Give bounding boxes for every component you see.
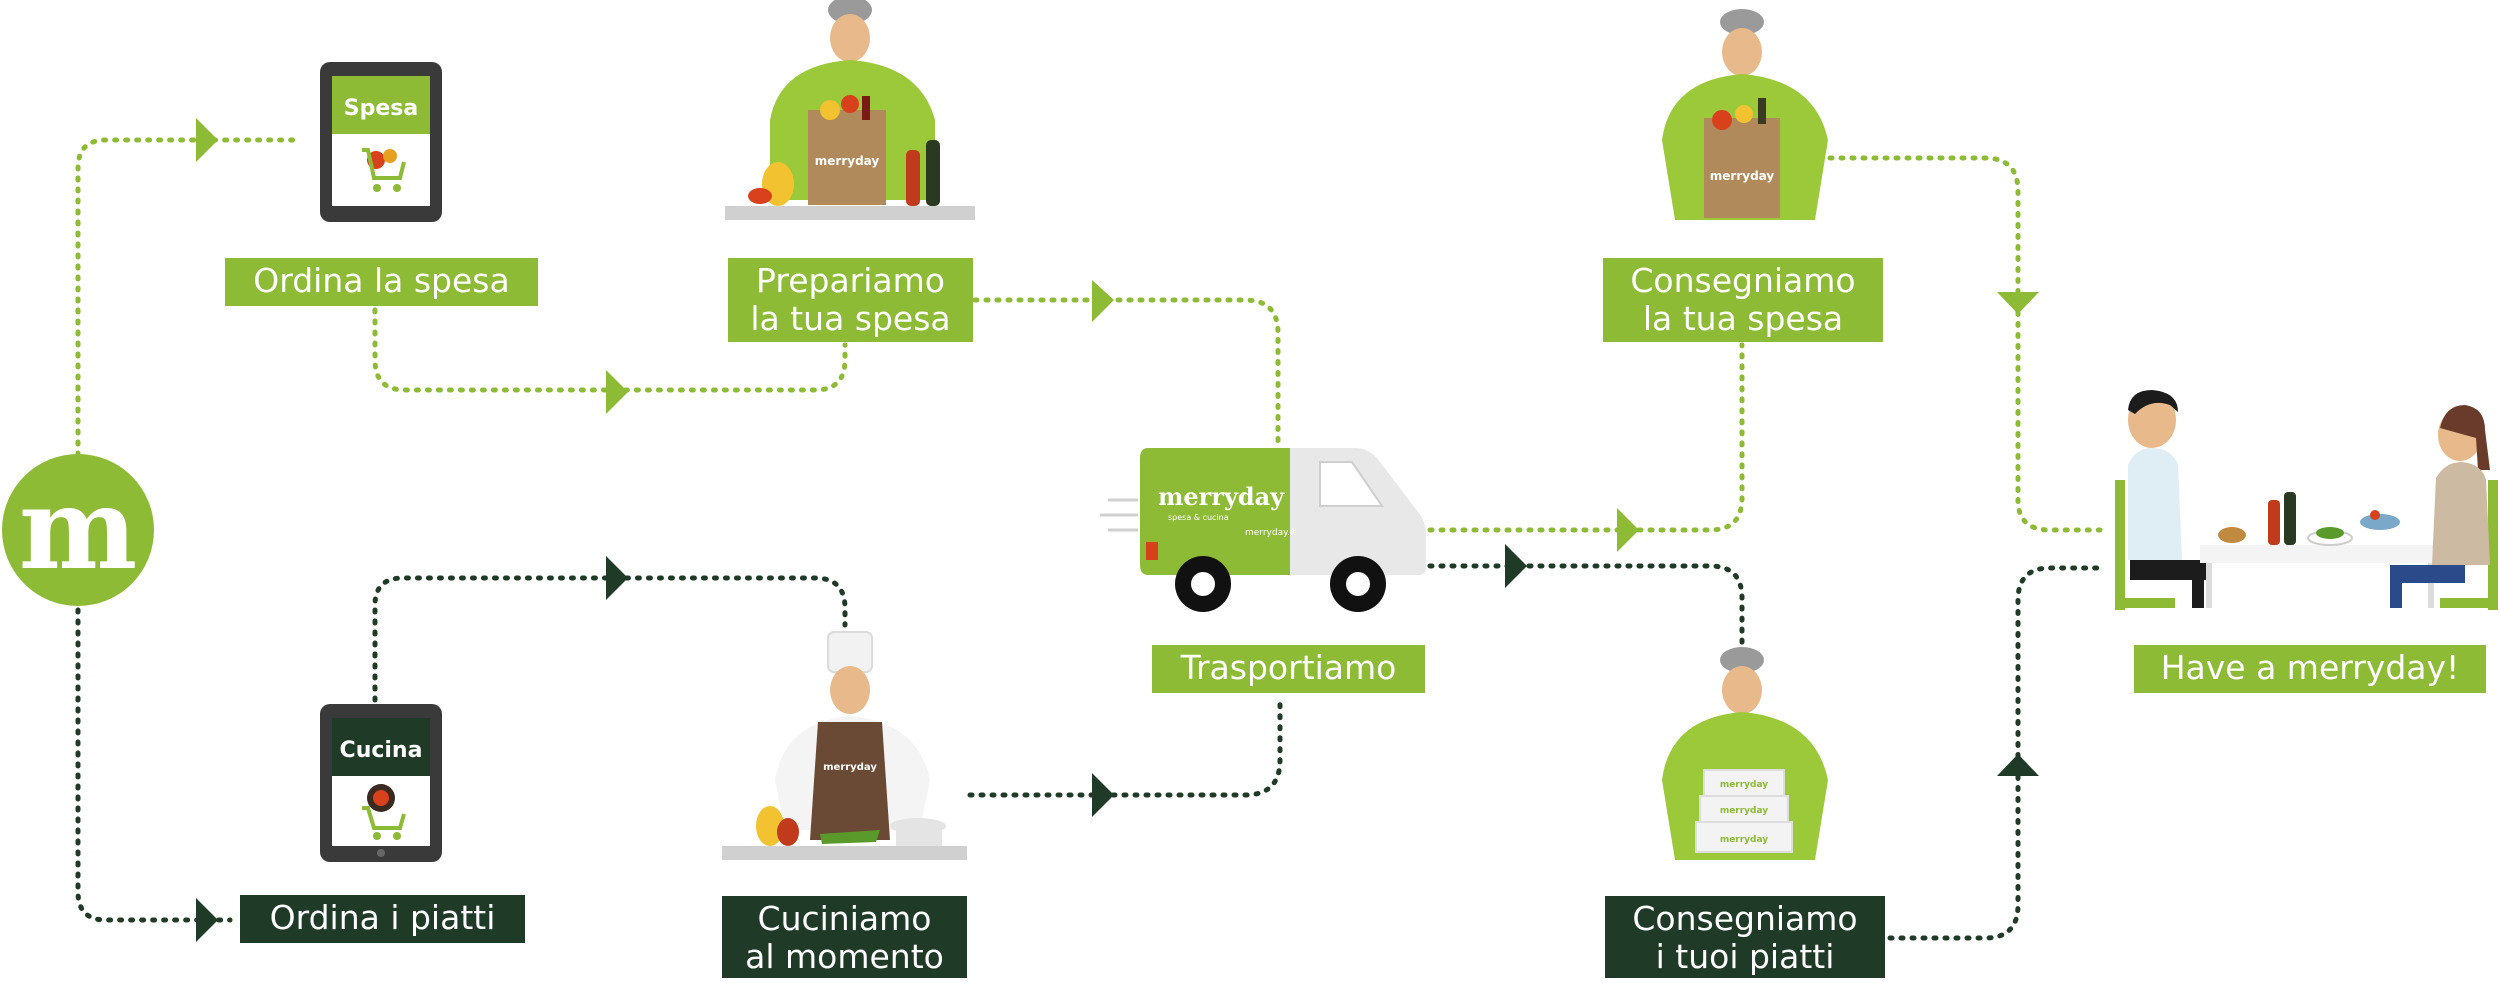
step-consegniamo-piatti-line1: Consegniamo [1632, 899, 1858, 938]
box-brand-2: merryday [1720, 806, 1768, 816]
step-consegniamo-piatti: Consegniamo i tuoi piatti [1605, 896, 1885, 978]
step-trasportiamo: Trasportiamo [1152, 645, 1425, 693]
arrow-green-3 [1092, 280, 1114, 322]
logo-letter: m [19, 464, 138, 595]
van-brand-name: merryday [1158, 482, 1285, 511]
bag-brand-1: merryday [815, 154, 880, 168]
step-cuciniamo: Cuciniamo al momento [722, 896, 967, 978]
step-prepariamo-line2: la tua spesa [750, 299, 951, 338]
tablet-cucina-label: Cucina [340, 738, 423, 763]
connector-logo-to-piatti [75, 607, 233, 923]
tablet-spesa-label: Spesa [344, 96, 418, 121]
chef-cooking-illustration: merryday [722, 631, 967, 860]
step-consegniamo-piatti-line2: i tuoi piatti [1655, 937, 1835, 976]
shop-assistant-preparing-illustration: merryday [725, 0, 975, 220]
courier-with-grocery-bag-illustration: merryday [1662, 9, 1828, 220]
connector-consegniamo-spesa-to-table [1827, 155, 2103, 533]
arrow-green-2 [606, 370, 628, 414]
step-consegniamo-spesa-line2: la tua spesa [1642, 299, 1844, 338]
step-prepariamo: Prepariamo la tua spesa [728, 258, 973, 342]
dish-cart-icon [362, 784, 406, 840]
arrow-dark-4 [1505, 544, 1527, 588]
tablet-dish-cart-icon: Cucina [320, 704, 442, 862]
arrow-green-5 [1997, 292, 2039, 314]
cart-icon [362, 148, 406, 192]
step-trasportiamo-text: Trasportiamo [1180, 648, 1397, 687]
step-consegniamo-spesa: Consegniamo la tua spesa [1603, 258, 1883, 342]
connector-van-to-consegniamo-spesa [1427, 342, 1745, 533]
arrow-green-1 [196, 118, 218, 162]
connector-logo-to-spesa [75, 137, 303, 458]
step-prepariamo-line1: Prepariamo [756, 261, 945, 300]
apron-brand: merryday [823, 762, 877, 773]
connector-cucina-to-cuciniamo [372, 575, 848, 703]
step-have-a-merryday-text: Have a merryday! [2160, 648, 2460, 687]
connector-prepariamo-to-van [972, 297, 1281, 448]
van-website: merryday.it [1245, 528, 1297, 538]
bag-brand-2: merryday [1710, 169, 1775, 183]
tablet-grocery-cart-icon: Spesa [320, 62, 442, 222]
delivery-van-icon: merryday spesa & cucina merryday.it [1100, 448, 1426, 612]
step-consegniamo-spesa-line1: Consegniamo [1630, 261, 1856, 300]
arrow-dark-5 [1997, 754, 2039, 776]
merryday-m-logo: m [2, 454, 154, 606]
step-cuciniamo-line2: al momento [745, 937, 944, 976]
step-ordina-i-piatti: Ordina i piatti [240, 895, 525, 943]
courier-with-dish-boxes-illustration: merryday merryday merryday [1662, 647, 1828, 860]
couple-dining-illustration [2115, 390, 2498, 610]
step-cuciniamo-line1: Cuciniamo [757, 899, 932, 938]
box-brand-1: merryday [1720, 780, 1768, 790]
arrow-dark-1 [196, 898, 218, 942]
arrow-dark-3 [1092, 773, 1114, 817]
step-have-a-merryday: Have a merryday! [2134, 645, 2486, 693]
connector-cuciniamo-to-van [967, 697, 1283, 798]
arrow-green-4 [1617, 508, 1639, 552]
step-ordina-la-spesa: Ordina la spesa [225, 258, 538, 306]
step-ordina-i-piatti-text: Ordina i piatti [269, 898, 496, 937]
connector-van-to-consegniamo-piatti [1427, 563, 1745, 651]
box-brand-3: merryday [1720, 835, 1768, 845]
step-ordina-la-spesa-text: Ordina la spesa [253, 261, 510, 300]
arrow-dark-2 [606, 556, 628, 600]
van-brand-tagline: spesa & cucina [1168, 513, 1229, 522]
connector-consegniamo-piatti-to-table [1887, 565, 2103, 941]
